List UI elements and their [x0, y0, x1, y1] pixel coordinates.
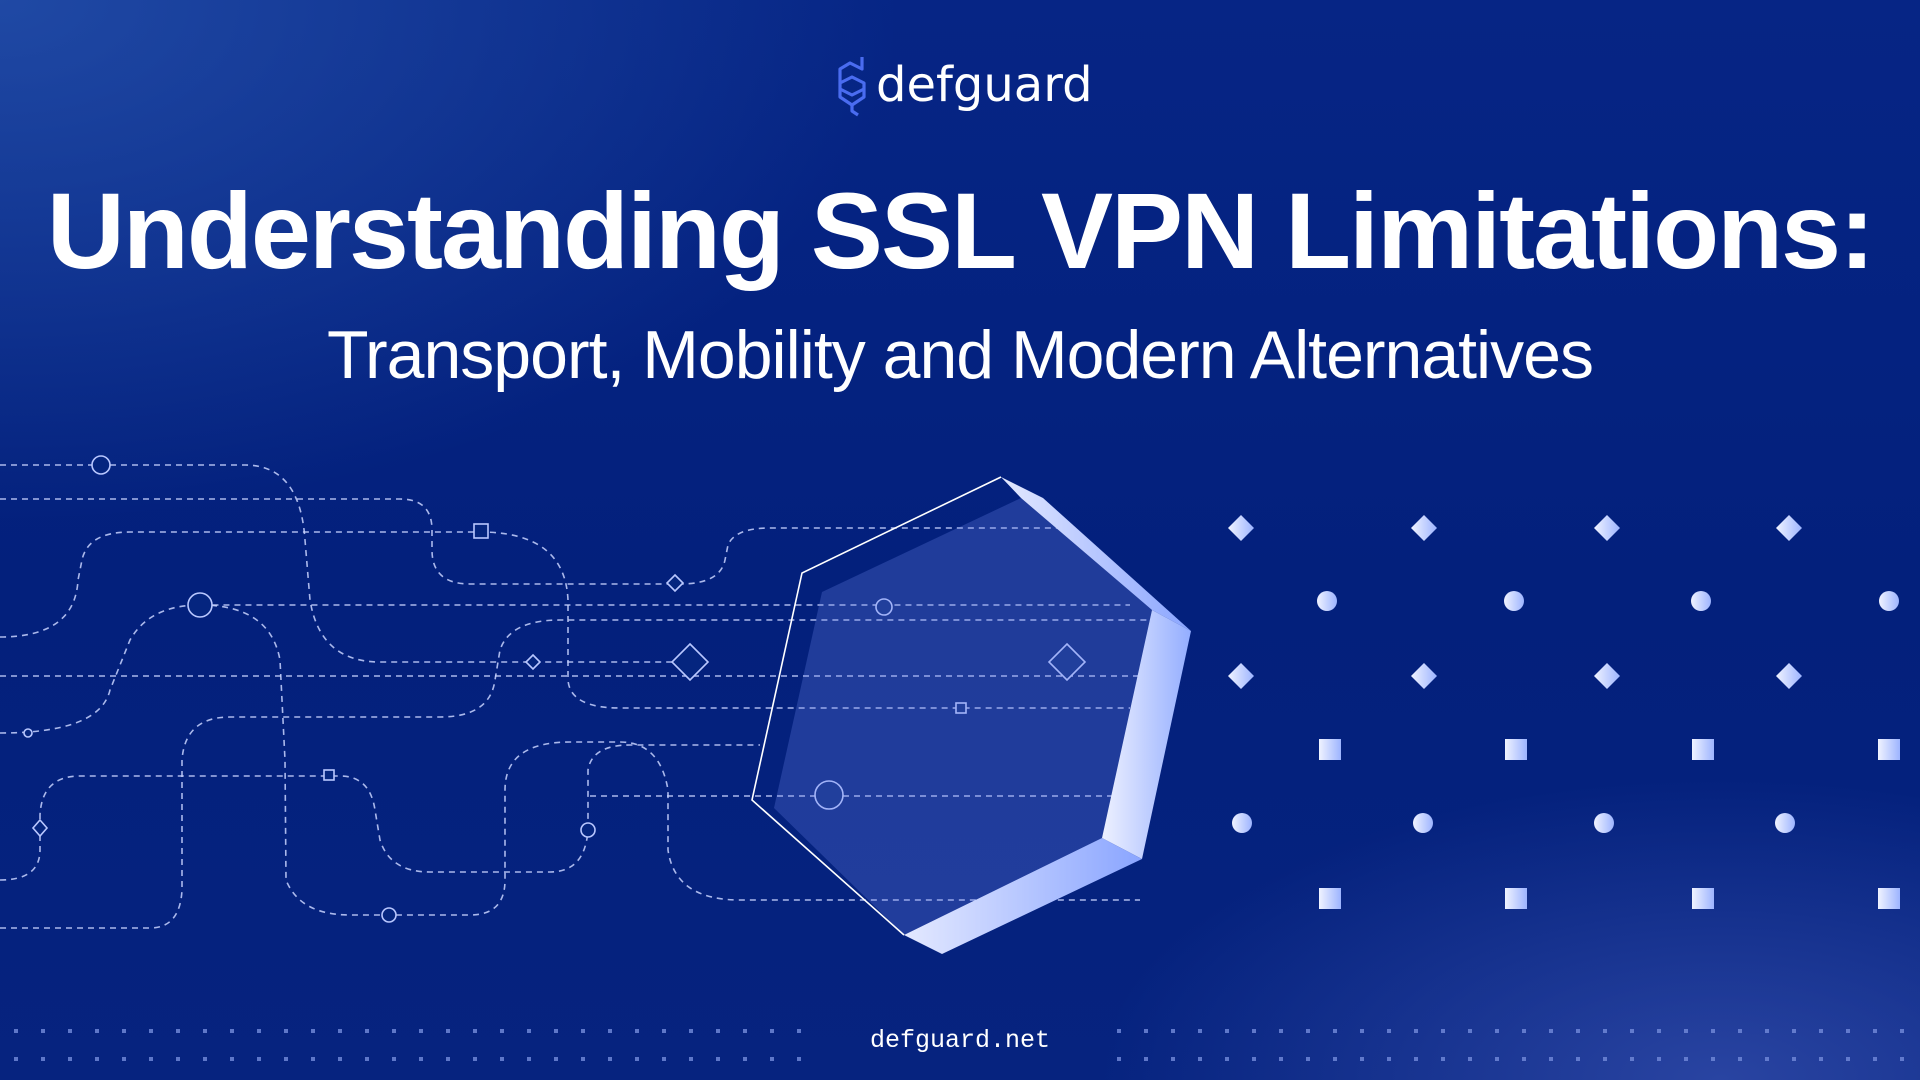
page-subtitle: Transport, Mobility and Modern Alternati…	[327, 317, 1594, 393]
hexagon-side-bottom	[904, 838, 1142, 954]
footer-dots	[14, 1029, 1904, 1061]
hexagon-outline	[751, 476, 1002, 936]
hexagon-side-right	[1102, 610, 1191, 859]
row-markers	[1228, 515, 1900, 909]
footer-url: defguard.net	[869, 1026, 1051, 1055]
hexagon-front-face	[774, 498, 1152, 935]
solid-lines	[1060, 527, 1920, 899]
path-markers	[23, 455, 1087, 923]
brand-logo: defguard	[836, 50, 1093, 120]
brand-name: defguard	[876, 57, 1093, 113]
hexagon-shield	[751, 476, 1191, 954]
hexagon-side-top	[1001, 477, 1191, 631]
defguard-logo-icon	[838, 57, 866, 117]
page-title: Understanding SSL VPN Limitations:	[46, 170, 1875, 291]
